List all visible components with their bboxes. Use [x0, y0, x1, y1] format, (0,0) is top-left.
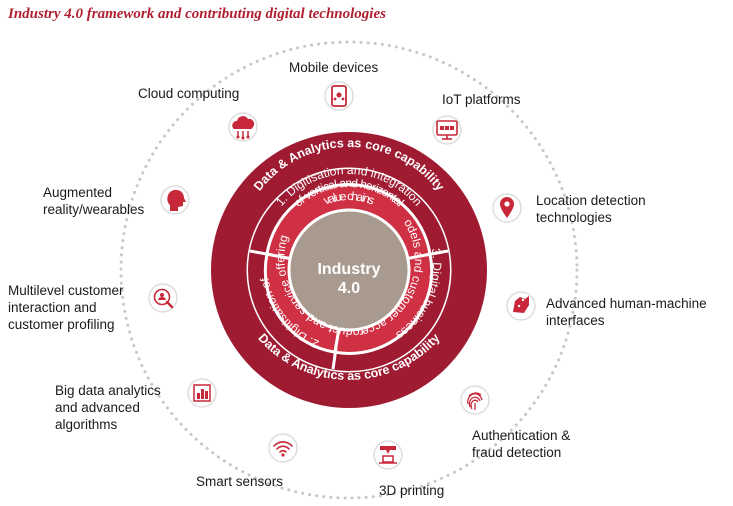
hand-interface-icon: [506, 291, 536, 321]
sensor-waves-icon: [268, 433, 298, 463]
tech-label-big-data-analytics: Big data analytics and advanced algorith…: [55, 383, 161, 432]
svg-text:value chains: value chains: [322, 189, 377, 208]
data-analytics-icon: [187, 378, 217, 408]
tech-label-iot-platforms: IoT platforms: [442, 92, 521, 107]
tech-label-3d-printing: 3D printing: [379, 483, 445, 498]
customer-profile-icon: [148, 283, 178, 313]
center-circle: [287, 208, 411, 332]
tech-label-authentication: Authentication & fraud detection: [472, 428, 571, 460]
head-profile-icon: [160, 185, 190, 215]
fingerprint-icon: [460, 385, 490, 415]
tech-label-location-detection: Location detection technologies: [536, 193, 646, 225]
technology-orbit-ring: [119, 40, 579, 500]
tech-label-mobile-devices: Mobile devices: [289, 60, 379, 75]
tech-label-customer-profiling: Multilevel customer interaction and cust…: [8, 283, 124, 332]
3d-printer-icon: [373, 440, 403, 470]
center-title-line1: Industry: [317, 261, 380, 278]
tech-label-cloud-computing: Cloud computing: [138, 86, 240, 101]
location-pin-icon: [492, 193, 522, 223]
iot-platform-icon: [432, 115, 462, 145]
mobile-icon: [324, 81, 354, 111]
center-title-line2: 4.0: [338, 280, 360, 297]
cloud-icon: [228, 112, 258, 142]
page-title: Industry 4.0 framework and contributing …: [8, 6, 386, 22]
tech-label-smart-sensors: Smart sensors: [196, 474, 284, 489]
tech-label-human-machine-interfaces: Advanced human-machine interfaces: [546, 296, 707, 328]
tech-label-augmented-reality: Augmented reality/wearables: [43, 185, 145, 217]
